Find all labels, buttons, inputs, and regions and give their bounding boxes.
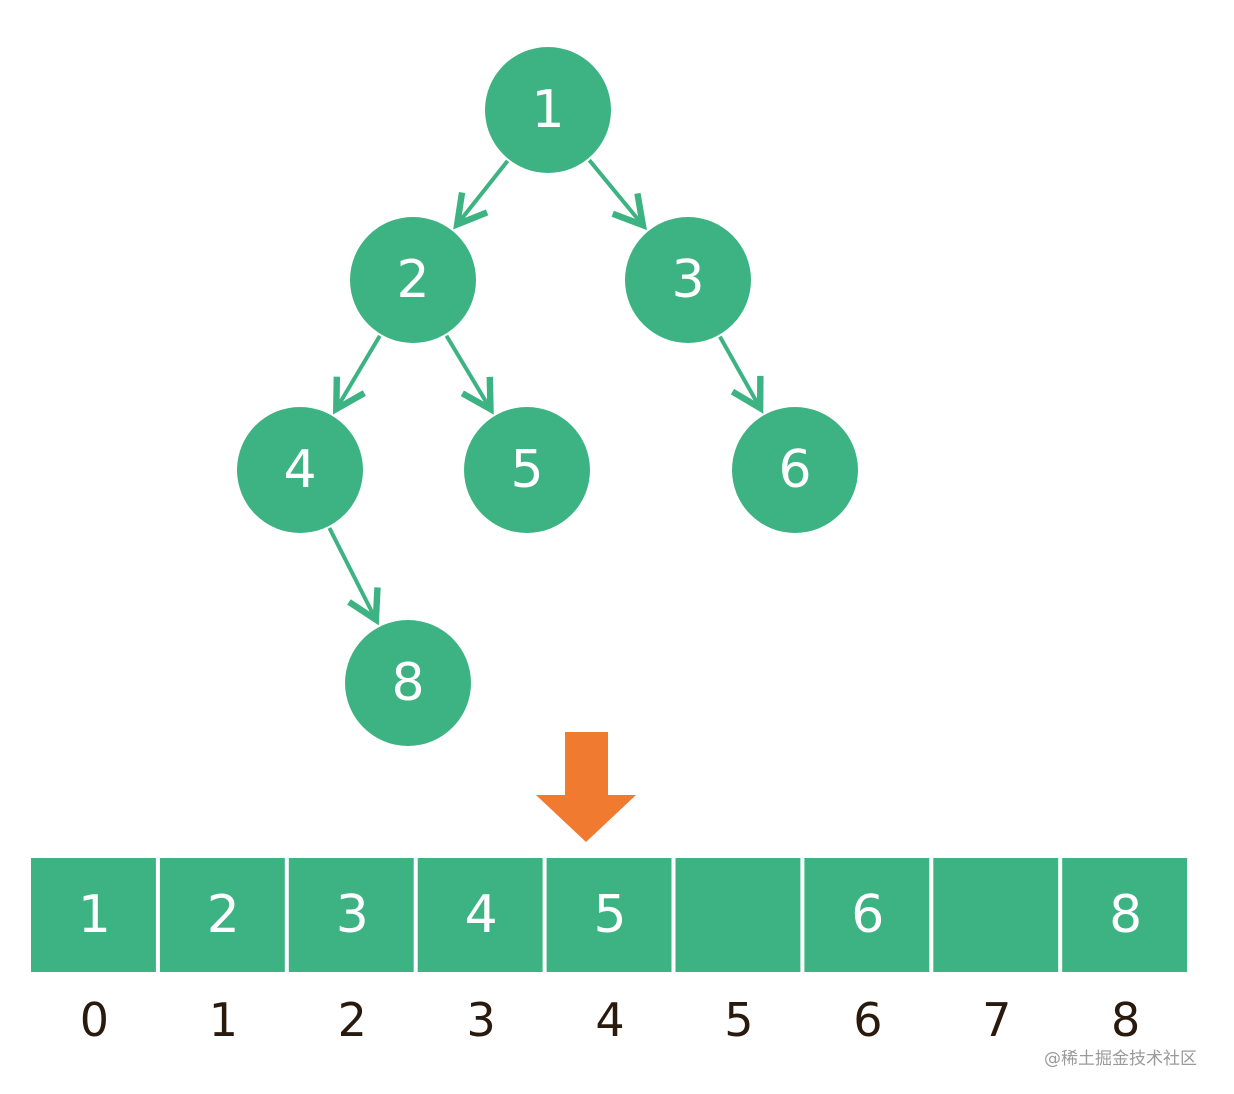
array-cell-0: 1: [31, 858, 156, 972]
tree-node-1: 1: [485, 47, 611, 173]
node-label: 3: [671, 250, 704, 310]
array-index-4: 4: [595, 993, 624, 1047]
array-cell-8: 8: [1062, 858, 1188, 972]
array-cell-6: 6: [804, 858, 930, 972]
array-cell-5: [675, 858, 801, 972]
tree-node-8: 8: [345, 620, 471, 746]
cell-value: 4: [465, 885, 498, 945]
tree-node-3: 3: [625, 217, 751, 343]
array-index-3: 3: [467, 993, 496, 1047]
array-cell-4: 5: [546, 858, 672, 972]
edge-arrow-2-5: [444, 334, 494, 415]
tree-node-6: 6: [732, 407, 858, 533]
node-label: 4: [283, 440, 316, 500]
array-index-8: 8: [1111, 993, 1140, 1047]
tree-node-4: 4: [237, 407, 363, 533]
cell-value: 6: [851, 885, 884, 945]
edge-arrow-1-2: [453, 159, 510, 230]
cell-value: 2: [207, 885, 240, 945]
array-cell-2: 3: [288, 858, 414, 972]
node-label: 5: [510, 440, 543, 500]
array-index-2: 2: [338, 993, 367, 1047]
cell-value: 1: [78, 885, 111, 945]
node-label: 1: [531, 80, 564, 140]
array-index-0: 0: [80, 993, 109, 1047]
array-index-1: 1: [209, 993, 238, 1047]
edge-arrow-3-6: [718, 335, 764, 414]
array-cell-1: 2: [159, 858, 285, 972]
array-cell-7: [933, 858, 1059, 972]
array-index-5: 5: [724, 993, 753, 1047]
node-label: 6: [778, 440, 811, 500]
edge-arrow-1-3: [587, 158, 647, 231]
array-index-6: 6: [853, 993, 882, 1047]
array-index-7: 7: [982, 993, 1011, 1047]
edge-arrow-4-8: [327, 527, 381, 626]
node-label: 8: [391, 653, 424, 713]
watermark: @稀土掘金技术社区: [1044, 1049, 1197, 1069]
pointer-arrow: [536, 732, 636, 842]
cell-value: 3: [336, 885, 369, 945]
node-label: 2: [396, 250, 429, 310]
edge-arrow-2-4: [332, 334, 382, 415]
tree-node-2: 2: [350, 217, 476, 343]
cell-value: 8: [1109, 885, 1142, 945]
cell-value: 5: [594, 885, 627, 945]
tree-node-5: 5: [464, 407, 590, 533]
array-cell-3: 4: [417, 858, 543, 972]
